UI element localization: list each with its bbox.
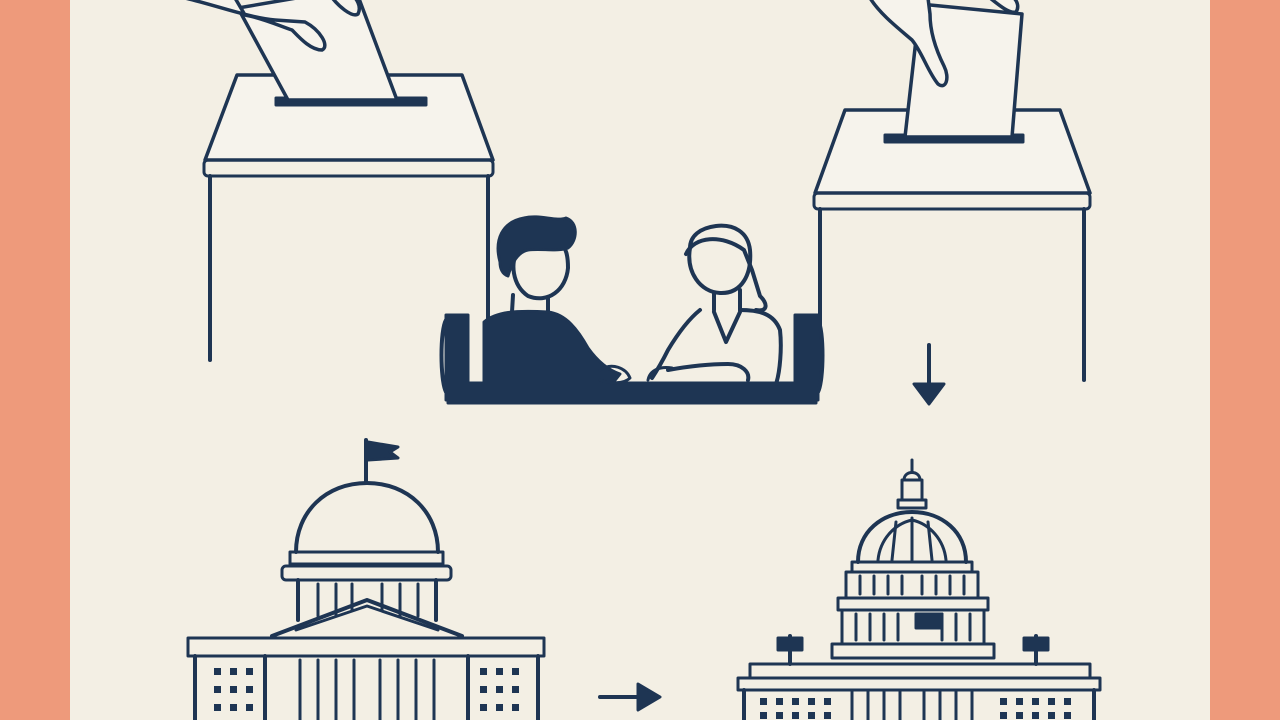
- woman-figure-icon: [646, 223, 783, 386]
- left-hand-icon: [185, 0, 362, 52]
- arrow-down-icon: [912, 343, 946, 406]
- right-capitol-building-icon: [736, 458, 1102, 720]
- meeting-icon: [439, 313, 825, 405]
- right-ballot-box-icon: [812, 108, 1092, 382]
- arrow-right-icon: [598, 682, 662, 712]
- man-figure-icon: [482, 215, 632, 386]
- left-capitol-building-icon: [186, 438, 546, 720]
- right-hand-icon: [869, 0, 1020, 88]
